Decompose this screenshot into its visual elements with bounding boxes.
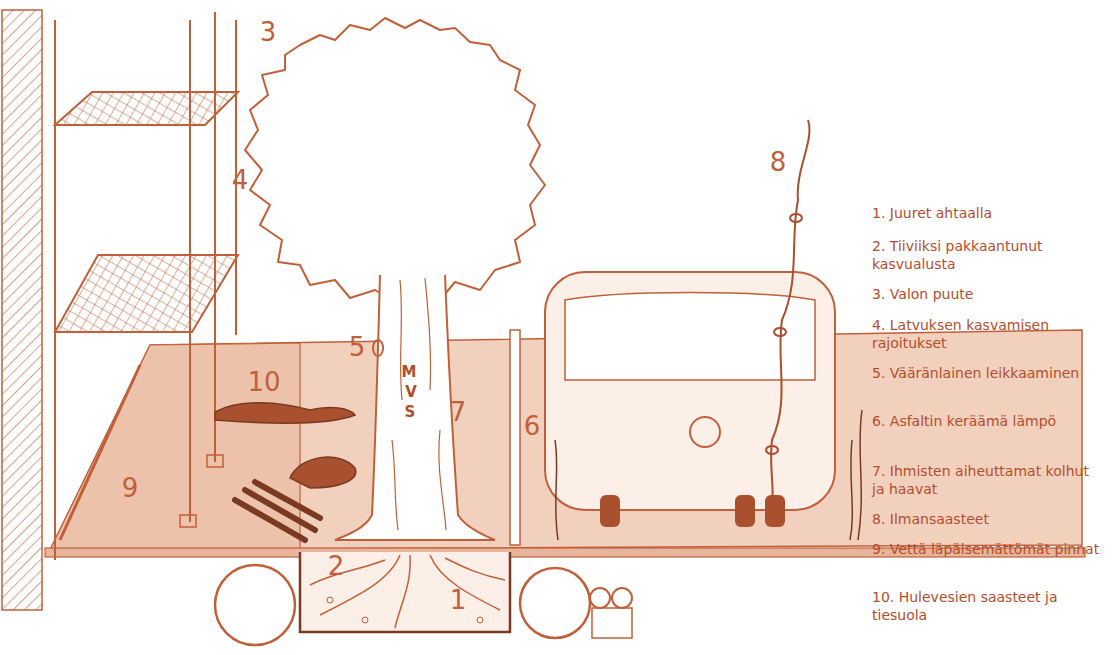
- pollution-particle: [766, 446, 778, 454]
- stone: [477, 617, 483, 623]
- windshield: [565, 293, 815, 381]
- callout-number: 10: [247, 369, 280, 395]
- building-wall: [2, 10, 42, 610]
- root-box: [300, 552, 510, 632]
- callout-number: 7: [450, 399, 467, 425]
- carved-letter: S: [405, 405, 416, 420]
- vehicle-logo: [690, 417, 720, 447]
- wheel: [600, 495, 620, 527]
- callout-number: 3: [260, 19, 277, 45]
- carved-letter: M: [402, 365, 417, 380]
- pollution-particle: [790, 214, 802, 222]
- bark-lines: [392, 278, 446, 530]
- stone: [327, 597, 333, 603]
- list-item: 4. Latvuksen kasvamisen rajoitukset: [872, 316, 1100, 352]
- post-foot: [180, 515, 196, 527]
- list-item: 9. Vettä läpäisemättömät pinnat: [872, 540, 1100, 558]
- shelf: [55, 255, 238, 332]
- list-item: 5. Vääränlainen leikkaaminen: [872, 364, 1100, 382]
- pollution-plume: [768, 120, 809, 520]
- vehicle: [545, 272, 835, 510]
- list-item: 10. Hulevesien saasteet ja tiesuola: [872, 588, 1100, 624]
- callout-number: 4: [232, 167, 249, 193]
- pipe: [520, 568, 590, 638]
- bollard: [510, 330, 520, 545]
- list-item: 6. Asfaltin keräämä lämpö: [872, 412, 1100, 430]
- list-item: 2. Tiiviiksi pakkaantunut kasvualusta: [872, 237, 1100, 273]
- rock: [290, 457, 356, 488]
- shelf: [55, 92, 238, 125]
- scaffold-post: [214, 12, 216, 462]
- wheel: [735, 495, 755, 527]
- callout-number: 5: [349, 334, 366, 360]
- carved-letter: V: [405, 385, 417, 400]
- pollution-particle: [774, 328, 786, 336]
- list-item: 1. Juuret ahtaalla: [872, 204, 1100, 222]
- stone: [362, 617, 368, 623]
- curb-edge: [60, 365, 140, 540]
- callout-number: 8: [770, 149, 787, 175]
- post-foot: [207, 455, 223, 467]
- tree-trunk: [335, 275, 495, 540]
- callout-number: 1: [450, 587, 467, 613]
- grass: [555, 410, 862, 540]
- wheel: [765, 495, 785, 527]
- pipe-bundle: [592, 608, 632, 638]
- logs: [235, 482, 320, 540]
- callout-number: 9: [122, 475, 139, 501]
- pipe: [612, 588, 632, 608]
- stormwater-sludge: [215, 403, 355, 424]
- list-item: 3. Valon puute: [872, 285, 1100, 303]
- tree-crown: [245, 18, 545, 302]
- list-item: 8. Ilmansaasteet: [872, 510, 1100, 528]
- wound: [373, 340, 383, 356]
- scaffold-post: [54, 20, 56, 560]
- callout-number: 6: [524, 413, 541, 439]
- pipe: [215, 565, 295, 645]
- callout-number: 2: [328, 553, 345, 579]
- pipe: [590, 588, 610, 608]
- list-item: 7. Ihmisten aiheuttamat kolhut ja haavat: [872, 462, 1100, 498]
